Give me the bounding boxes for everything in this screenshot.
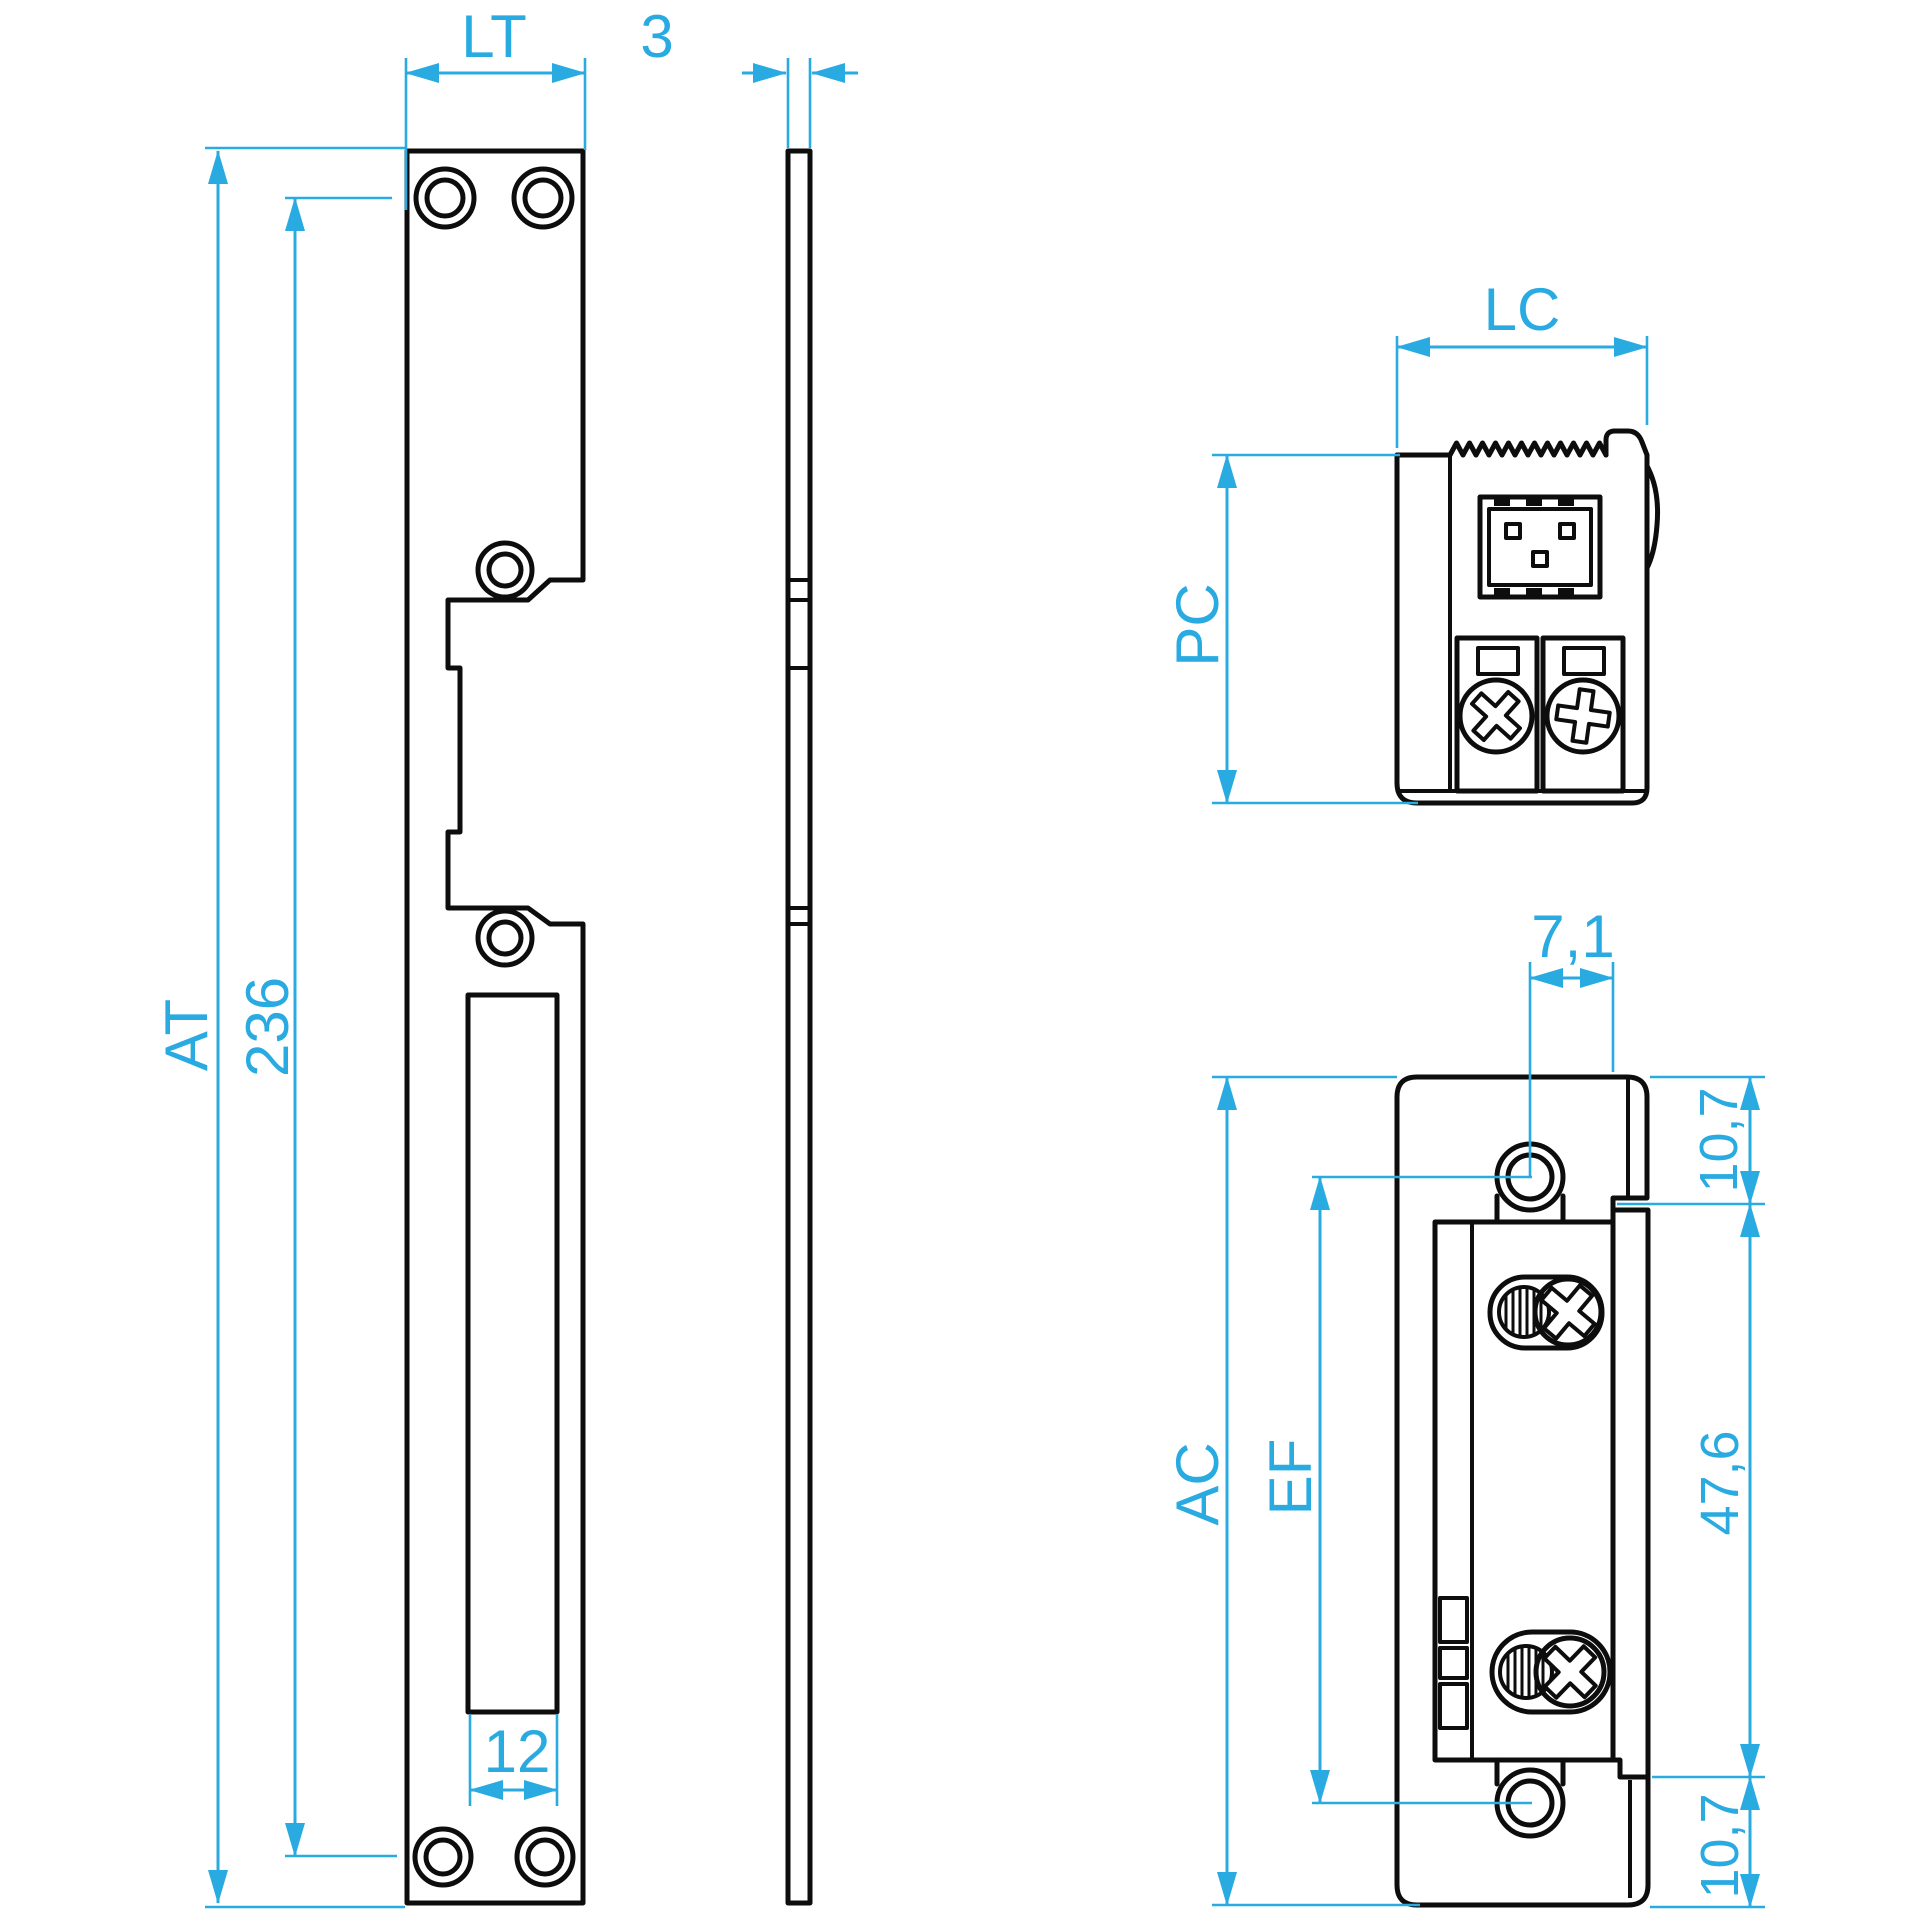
dim-71: 7,1 <box>1528 903 1615 1177</box>
screw-thread <box>1497 1285 1551 1339</box>
mounting-hole <box>424 177 466 219</box>
screw-thread-hatch <box>1504 1287 1543 1337</box>
terminal-well <box>1540 635 1626 794</box>
mounting-hole <box>511 166 575 230</box>
latch-slot <box>465 992 560 1715</box>
phillips-cross-icon <box>1469 689 1523 743</box>
dim-label-107-top: 10,7 <box>1689 1087 1749 1192</box>
connector-pin <box>1531 550 1549 568</box>
phillips-cross-icon <box>1539 1283 1597 1341</box>
terminal-screw <box>1544 677 1622 755</box>
connector-pin-mark <box>1526 588 1542 597</box>
dim-label-pc: PC <box>1164 583 1231 666</box>
connector-inner <box>1487 507 1593 587</box>
dim-label-236: 236 <box>234 977 301 1077</box>
adjustment-mark <box>1438 1646 1469 1680</box>
dim-107-top: 10,7 <box>1617 1075 1765 1206</box>
fixing-hole <box>475 908 535 968</box>
faceplate-front-view <box>404 148 586 1906</box>
hole-tab <box>1494 1757 1566 1787</box>
connector-pin-mark <box>1558 588 1574 597</box>
screw-thread-hatch <box>1506 1646 1545 1698</box>
strike-plate-outline <box>1394 1074 1651 1908</box>
connector-pin-mark <box>1558 497 1574 506</box>
fixing-hole <box>486 551 524 589</box>
terminal-slot <box>1562 646 1606 676</box>
screw-head <box>1532 1276 1604 1348</box>
dim-ef: EF <box>1257 1175 1532 1805</box>
dim-236: 236 <box>234 196 397 1858</box>
connector-pin-mark <box>1494 497 1510 506</box>
adjustment-mark <box>1438 1682 1469 1730</box>
connector-block <box>1477 494 1603 600</box>
connector-pin <box>1504 522 1522 540</box>
dim-lt: LT <box>404 3 587 210</box>
side-profile-joints <box>788 578 810 926</box>
dim-label-107-bottom: 10,7 <box>1690 1793 1750 1898</box>
mounting-hole <box>514 1826 576 1888</box>
mounting-hole <box>423 1837 463 1877</box>
dim-label-476: 47,6 <box>1690 1430 1750 1535</box>
dim-ac: AC <box>1164 1075 1420 1907</box>
mounting-hole <box>525 1837 565 1877</box>
dim-label-71: 7,1 <box>1531 903 1614 970</box>
connector-pin <box>1558 522 1576 540</box>
latch-bulge <box>1644 463 1660 571</box>
dim-label-lc: LC <box>1484 276 1561 343</box>
dim-pc: PC <box>1164 453 1418 805</box>
dim-label-12: 12 <box>484 1718 551 1785</box>
connector-pin-mark <box>1526 497 1542 506</box>
dim-thickness: 3 <box>640 3 858 148</box>
terminal-slot <box>1476 646 1520 676</box>
dim-476: 47,6 <box>1652 1203 1765 1779</box>
side-profile <box>785 148 813 1906</box>
latch-hook <box>1603 428 1650 458</box>
keeper-body <box>1432 1207 1651 1780</box>
faceplate-outline <box>404 148 586 1906</box>
dim-label-thickness: 3 <box>640 3 673 70</box>
fixing-hole <box>475 540 535 600</box>
strike-body-top <box>1394 452 1650 806</box>
strike-top-view <box>1394 428 1660 806</box>
dim-label-at: AT <box>153 999 220 1071</box>
fixing-hole <box>486 919 524 957</box>
terminal-screw <box>1457 677 1535 755</box>
dim-12: 12 <box>468 1714 559 1806</box>
dim-at: AT <box>153 146 405 1909</box>
hole-tab <box>1494 1193 1566 1225</box>
terminal-well <box>1454 635 1540 794</box>
screw-head <box>1533 1635 1607 1709</box>
adjustment-mark <box>1438 1596 1469 1644</box>
dim-label-ef: EF <box>1257 1439 1324 1516</box>
faceplate-side-view <box>785 148 813 1906</box>
dim-lc: LC <box>1395 276 1649 448</box>
dim-label-lt: LT <box>461 3 527 70</box>
strike-front-view <box>1394 1074 1651 1908</box>
dim-107-bottom: 10,7 <box>1650 1776 1765 1909</box>
connector-pin-mark <box>1494 588 1510 597</box>
mounting-hole <box>413 166 477 230</box>
screw-slot <box>1489 1629 1613 1715</box>
phillips-cross-icon <box>1554 687 1612 745</box>
serrated-edge <box>1447 440 1609 458</box>
mounting-hole <box>522 177 564 219</box>
mounting-hole <box>412 1826 474 1888</box>
phillips-cross-icon <box>1542 1644 1598 1700</box>
screw-thread <box>1498 1644 1554 1700</box>
dim-label-ac: AC <box>1164 1442 1231 1525</box>
